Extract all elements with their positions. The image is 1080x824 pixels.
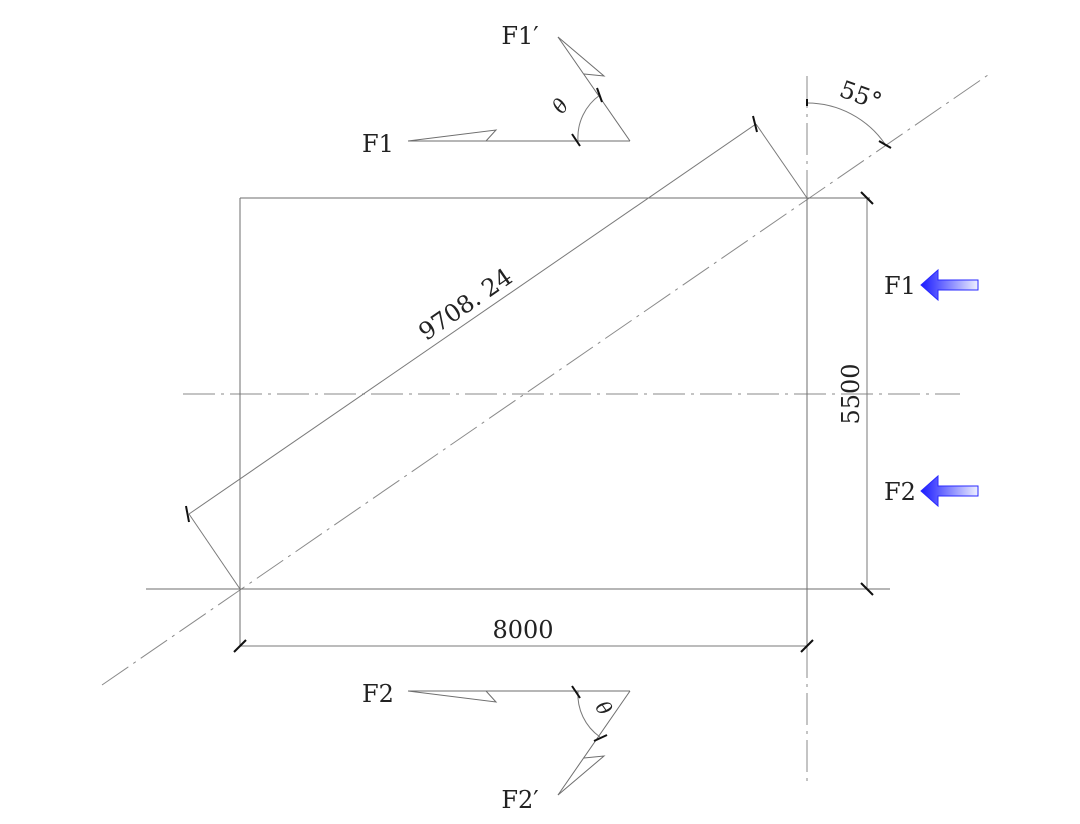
f2-label-bottom: F2: [362, 680, 394, 708]
diagonal-dimension-label: 9708. 24: [413, 263, 517, 347]
width-tick-right: [800, 639, 814, 653]
theta-tick-top-1: [571, 133, 581, 147]
diagonal-tick-right: [752, 115, 758, 133]
theta-tick-top-2: [596, 87, 603, 103]
f2-prime-vector-line: [557, 690, 631, 796]
f1-prime-label: F1′: [501, 22, 538, 50]
angle-tick-diagonal: [878, 140, 892, 149]
diagonal-extension-left: [188, 513, 241, 590]
f2-flag-head: [407, 690, 498, 703]
angle-arc: [806, 102, 886, 145]
f2-prime-flag-head: [557, 755, 606, 796]
f1-label-right: F1: [884, 272, 916, 300]
height-tick-top: [860, 191, 874, 205]
f2-prime-label: F2′: [501, 786, 538, 814]
width-dimension-label: 8000: [492, 616, 553, 644]
theta-label-top: θ: [547, 94, 574, 118]
f1-flag-head: [407, 129, 498, 142]
f1-label-top: F1: [362, 130, 394, 158]
height-dimension-label: 5500: [837, 363, 865, 424]
theta-arc-top: [577, 94, 601, 142]
f1-prime-vector-line: [557, 36, 631, 142]
width-tick-left: [233, 639, 247, 653]
theta-tick-bottom-1: [571, 685, 581, 699]
height-tick-bottom: [860, 582, 874, 596]
theta-tick-bottom-2: [593, 734, 608, 742]
diagonal-centerline: [101, 74, 989, 686]
f1-prime-flag-head: [557, 36, 606, 77]
f1-arrow-icon: [920, 268, 979, 302]
diagonal-tick-left: [185, 505, 190, 523]
diagonal-extension-right: [755, 123, 808, 199]
diagonal-dimension-line: [188, 123, 757, 515]
f2-label-right: F2: [884, 478, 916, 506]
f2-arrow-icon: [920, 474, 979, 508]
